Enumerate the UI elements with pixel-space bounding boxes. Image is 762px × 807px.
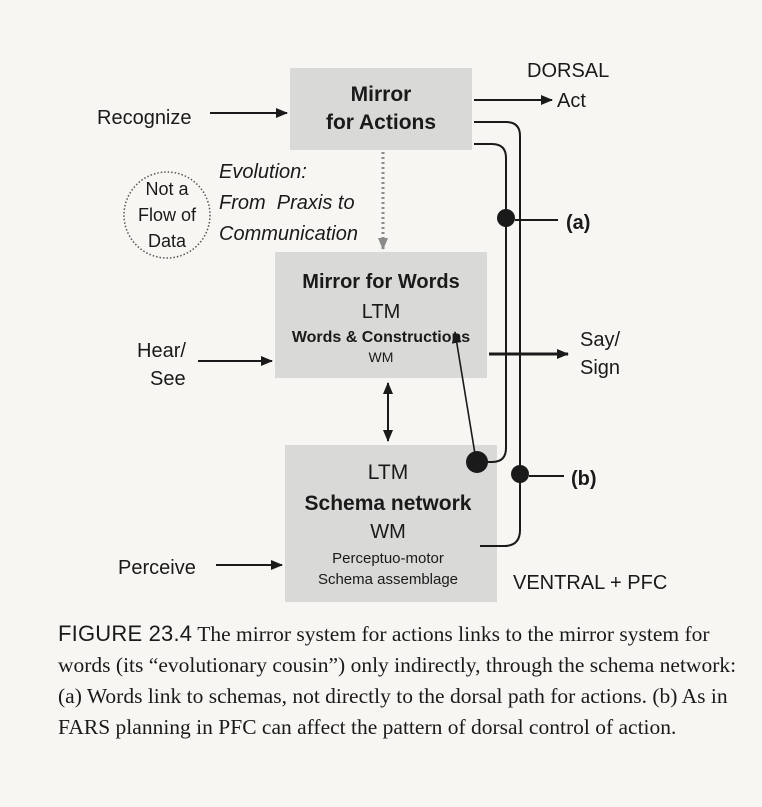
hear-label-2: See bbox=[150, 368, 186, 390]
recognize-label: Recognize bbox=[97, 107, 192, 129]
junction-dot-b bbox=[511, 465, 529, 483]
not-a-flow-line-3: Data bbox=[148, 231, 187, 251]
not-a-flow-circle bbox=[123, 171, 211, 259]
dorsal-label: DORSAL bbox=[527, 60, 609, 82]
figure-label: FIGURE 23.4 bbox=[58, 621, 193, 646]
say-label-1: Say/ bbox=[580, 329, 620, 351]
mirror-actions-label-1: Mirror bbox=[351, 83, 412, 106]
schema-line-1: Perceptuo-motor bbox=[332, 550, 444, 567]
junction-dot-schema bbox=[466, 451, 488, 473]
act-label: Act bbox=[557, 90, 586, 112]
schema-line-2: Schema assemblage bbox=[318, 571, 458, 588]
perceive-label: Perceive bbox=[118, 557, 196, 579]
evolution-line-1: Evolution: bbox=[219, 161, 307, 183]
marker-a-label: (a) bbox=[566, 212, 590, 234]
figure-caption: FIGURE 23.4 The mirror system for action… bbox=[58, 618, 748, 743]
pathway-a bbox=[474, 143, 507, 463]
caption-text: The mirror system for actions links to t… bbox=[58, 622, 737, 739]
not-a-flow-line-2: Flow of bbox=[138, 205, 197, 225]
schema-wm: WM bbox=[370, 521, 406, 543]
schema-network-box bbox=[285, 445, 497, 602]
schema-to-words-arrow bbox=[451, 331, 476, 455]
schema-title: Schema network bbox=[305, 492, 472, 515]
mirror-words-ltm: LTM bbox=[362, 301, 401, 323]
evolution-line-3: Communication bbox=[219, 223, 358, 245]
ventral-label: VENTRAL + PFC bbox=[513, 572, 667, 594]
mirror-words-content: Words & Constructions bbox=[292, 329, 470, 346]
schema-ltm: LTM bbox=[368, 461, 408, 484]
say-label-2: Sign bbox=[580, 357, 620, 379]
mirror-words-wm: WM bbox=[369, 349, 394, 365]
mirror-words-title: Mirror for Words bbox=[302, 271, 459, 293]
not-a-flow-line-1: Not a bbox=[145, 179, 189, 199]
junction-dot-a bbox=[497, 209, 515, 227]
marker-b-label: (b) bbox=[571, 468, 597, 490]
mirror-actions-box bbox=[290, 68, 472, 150]
mirror-words-box bbox=[275, 252, 487, 378]
pathway-b bbox=[474, 121, 521, 547]
hear-label-1: Hear/ bbox=[137, 340, 186, 362]
mirror-actions-label-2: for Actions bbox=[326, 111, 436, 134]
mirror-system-diagram: Mirror for Actions Mirror for Words LTM … bbox=[97, 60, 667, 602]
evolution-line-2: From Praxis to bbox=[219, 192, 355, 214]
